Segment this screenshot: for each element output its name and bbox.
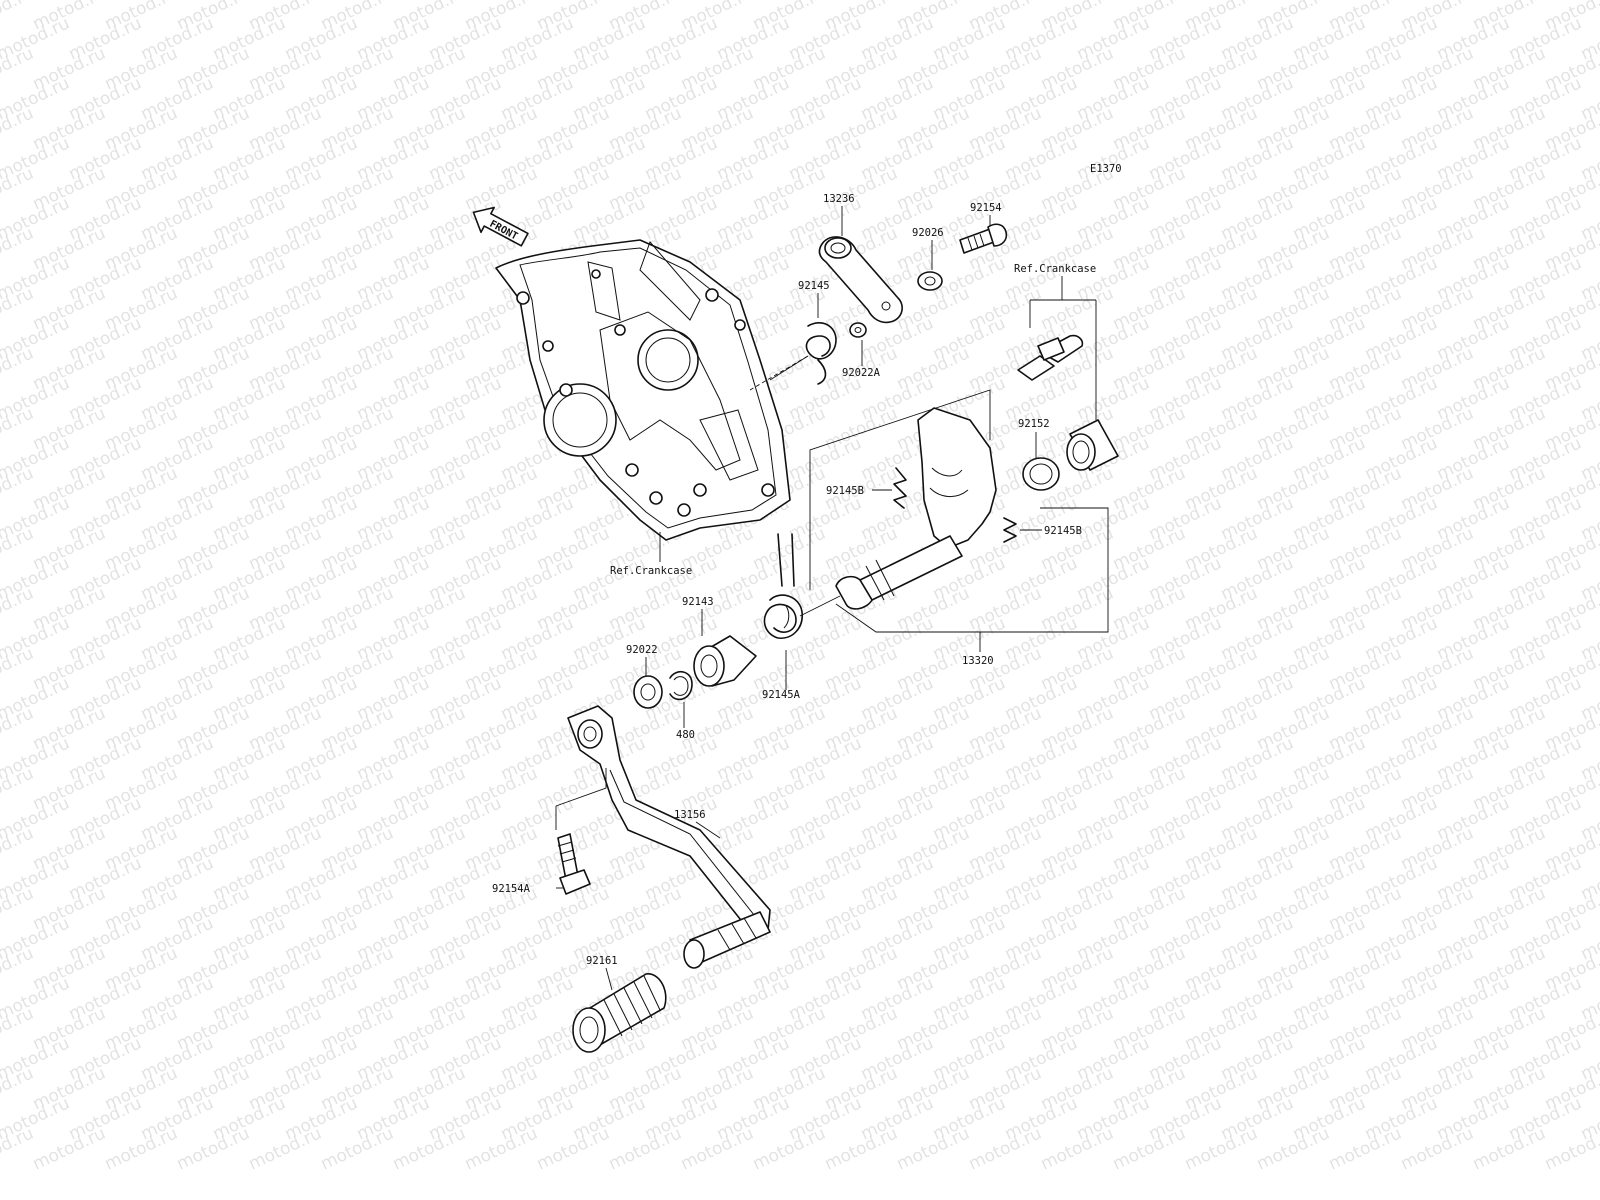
label-13236: 13236 [823, 193, 855, 205]
circlip-480 [669, 671, 693, 701]
diagram-code: E1370 [1090, 163, 1122, 175]
washer-92022A [849, 322, 867, 338]
label-92145B-left: 92145B [826, 485, 864, 497]
ref-crankcase-bottom-label: Ref.Crankcase [610, 565, 692, 577]
label-480: 480 [676, 729, 695, 741]
label-92161: 92161 [586, 955, 618, 967]
label-13320: 13320 [962, 655, 994, 667]
watermark-layer: motod.rumotod.rumotod.rumotod.rumotod.ru… [0, 0, 1600, 1175]
label-92026: 92026 [912, 227, 944, 239]
label-92145: 92145 [798, 280, 830, 292]
label-92143: 92143 [682, 596, 714, 608]
label-92154A: 92154A [492, 883, 531, 895]
label-92145A: 92145A [762, 689, 801, 701]
washer-92022 [633, 675, 663, 709]
oil-seal-92152 [1022, 457, 1060, 491]
label-92022: 92022 [626, 644, 658, 656]
label-13156: 13156 [674, 809, 706, 821]
washer-92026 [917, 271, 943, 291]
label-92022A: 92022A [842, 367, 881, 379]
label-92154: 92154 [970, 202, 1002, 214]
label-92152: 92152 [1018, 418, 1050, 430]
watermark-text: motod.ru [1578, 0, 1600, 5]
label-92145B-right: 92145B [1044, 525, 1082, 537]
ref-crankcase-top-label: Ref.Crankcase [1014, 263, 1096, 275]
